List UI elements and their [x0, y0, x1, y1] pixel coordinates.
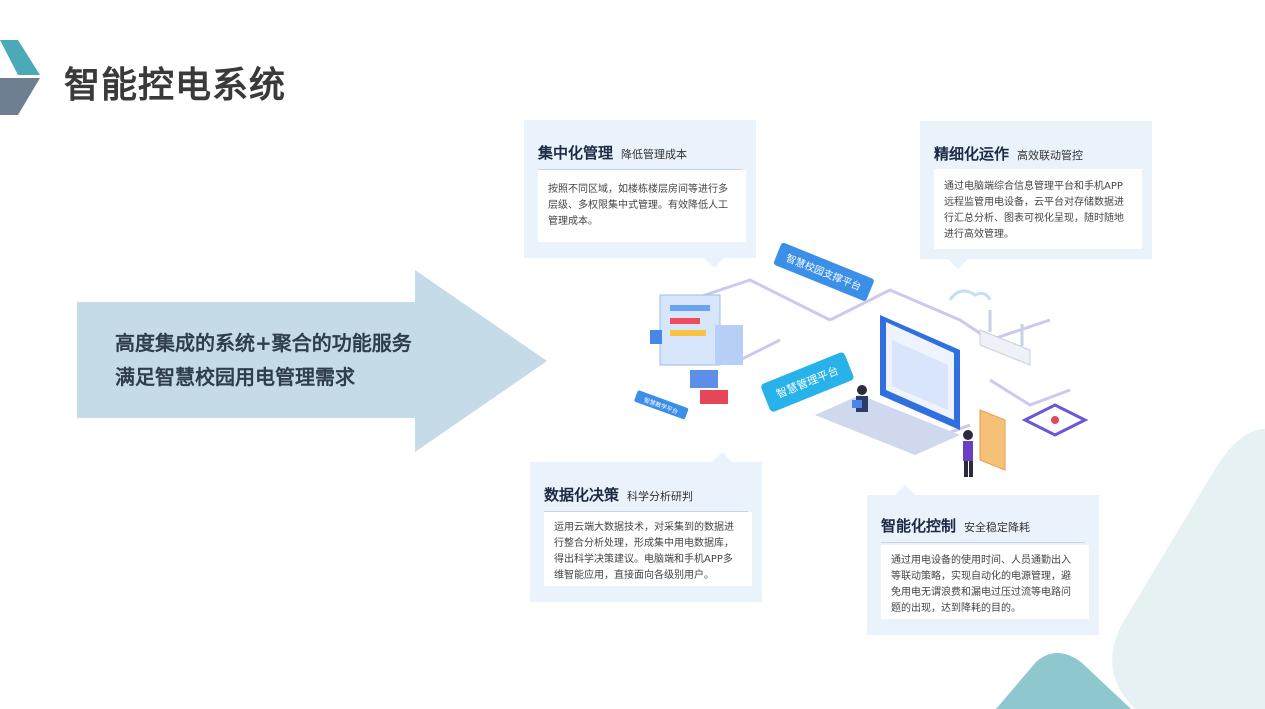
corner-chevron-decoration [0, 40, 40, 115]
card-subtitle: 降低管理成本 [621, 148, 688, 161]
card-title: 集中化管理 [538, 144, 614, 162]
card-subtitle: 高效联动管控 [1017, 149, 1084, 162]
isometric-illustration: 智慧校园支撑平台 智慧管理平台 智慧教学平台 [634, 242, 1089, 477]
page-title: 智能控电系统 [64, 65, 287, 106]
card-body: 通过电脑端综合信息管理平台和手机APP远程监管用电设备，云平台对存储数据进行汇总… [944, 181, 1124, 240]
banner-arrow [77, 270, 547, 452]
platform-top-label: 智慧校园支撑平台 [773, 242, 874, 301]
card-body: 按照不同区域，如楼栋楼层房间等进行多层级、多权限集中式管理。有效降低人工管理成本… [548, 184, 728, 227]
card-subtitle: 安全稳定降耗 [964, 521, 1031, 534]
person-standing [963, 430, 973, 477]
card-data-decision: 数据化决策 科学分析研判 运用云端大数据技术，对采集到的数据进行整合分析处理，形… [530, 452, 762, 602]
card-refined-operation: 精细化运作 高效联动管控 通过电脑端综合信息管理平台和手机APP远程监管用电设备… [920, 121, 1152, 269]
bottom-teal-decoration [996, 653, 1131, 709]
card-intelligent-control: 智能化控制 安全稳定降耗 通过用电设备的使用时间、人员通勤出入等联动策略，实现自… [867, 485, 1099, 635]
card-body: 运用云端大数据技术，对采集到的数据进行整合分析处理，形成集中用电数据库，得出科学… [554, 522, 734, 581]
card-title: 精细化运作 [934, 145, 1010, 163]
router [948, 289, 1031, 366]
card-centralized-management: 集中化管理 降低管理成本 按照不同区域，如楼栋楼层房间等进行多层级、多权限集中式… [524, 120, 756, 268]
dashboard-panels [650, 294, 743, 404]
laptop [815, 315, 960, 455]
card-title: 数据化决策 [544, 486, 620, 504]
banner-text: 高度集成的系统+聚合的功能服务 满足智慧校园用电管理需求 [115, 326, 412, 394]
person-sitting [852, 385, 868, 412]
corner-shape-decoration [1112, 429, 1265, 709]
platform-small-label: 智慧教学平台 [634, 390, 689, 420]
platform-mid-label: 智慧管理平台 [761, 352, 854, 412]
card-title: 智能化控制 [881, 517, 957, 535]
banner-line-2: 满足智慧校园用电管理需求 [115, 365, 355, 389]
tile [1021, 403, 1089, 437]
phone [979, 409, 1006, 471]
banner-line-1: 高度集成的系统+聚合的功能服务 [115, 331, 412, 355]
card-subtitle: 科学分析研判 [627, 490, 694, 503]
card-body: 通过用电设备的使用时间、人员通勤出入等联动策略，实现自动化的电源管理，避免用电无… [891, 555, 1071, 614]
